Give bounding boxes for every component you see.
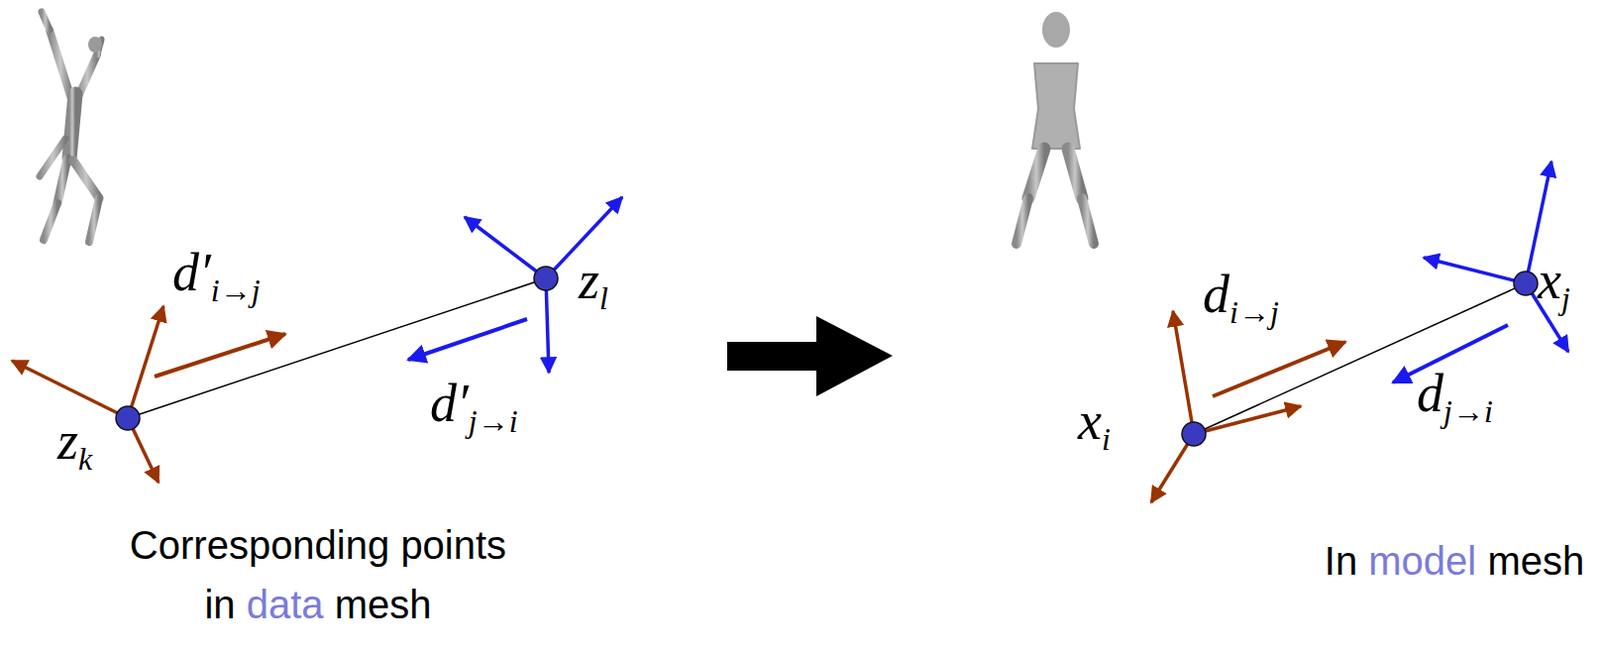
frame-axes: [1151, 311, 1346, 503]
point-dot: [115, 406, 140, 430]
point-dot: [533, 266, 558, 291]
frame-axes: [11, 306, 286, 483]
vector-label: d′i→j: [172, 245, 261, 307]
point-dot: [1513, 271, 1538, 296]
caption: Corresponding points in data mesh: [60, 515, 576, 635]
point-label: xi: [1077, 394, 1111, 455]
vector-label: d′j→i: [429, 376, 519, 437]
caption: In model mesh: [1196, 531, 1600, 591]
point-label: zl: [578, 253, 609, 315]
vector-label: di→j: [1202, 267, 1280, 328]
frame-axes: [1392, 161, 1569, 383]
point-label: xj: [1537, 253, 1571, 315]
frame-axes: [408, 197, 623, 373]
data-mesh-figure: [39, 11, 103, 242]
point-label: zk: [57, 414, 93, 475]
vector-label: dj→i: [1416, 366, 1494, 427]
transform-arrow: [727, 316, 893, 397]
point-dot: [1181, 422, 1206, 446]
correspondence-line: [1193, 283, 1526, 434]
model-mesh-figure: [931, 11, 1185, 244]
